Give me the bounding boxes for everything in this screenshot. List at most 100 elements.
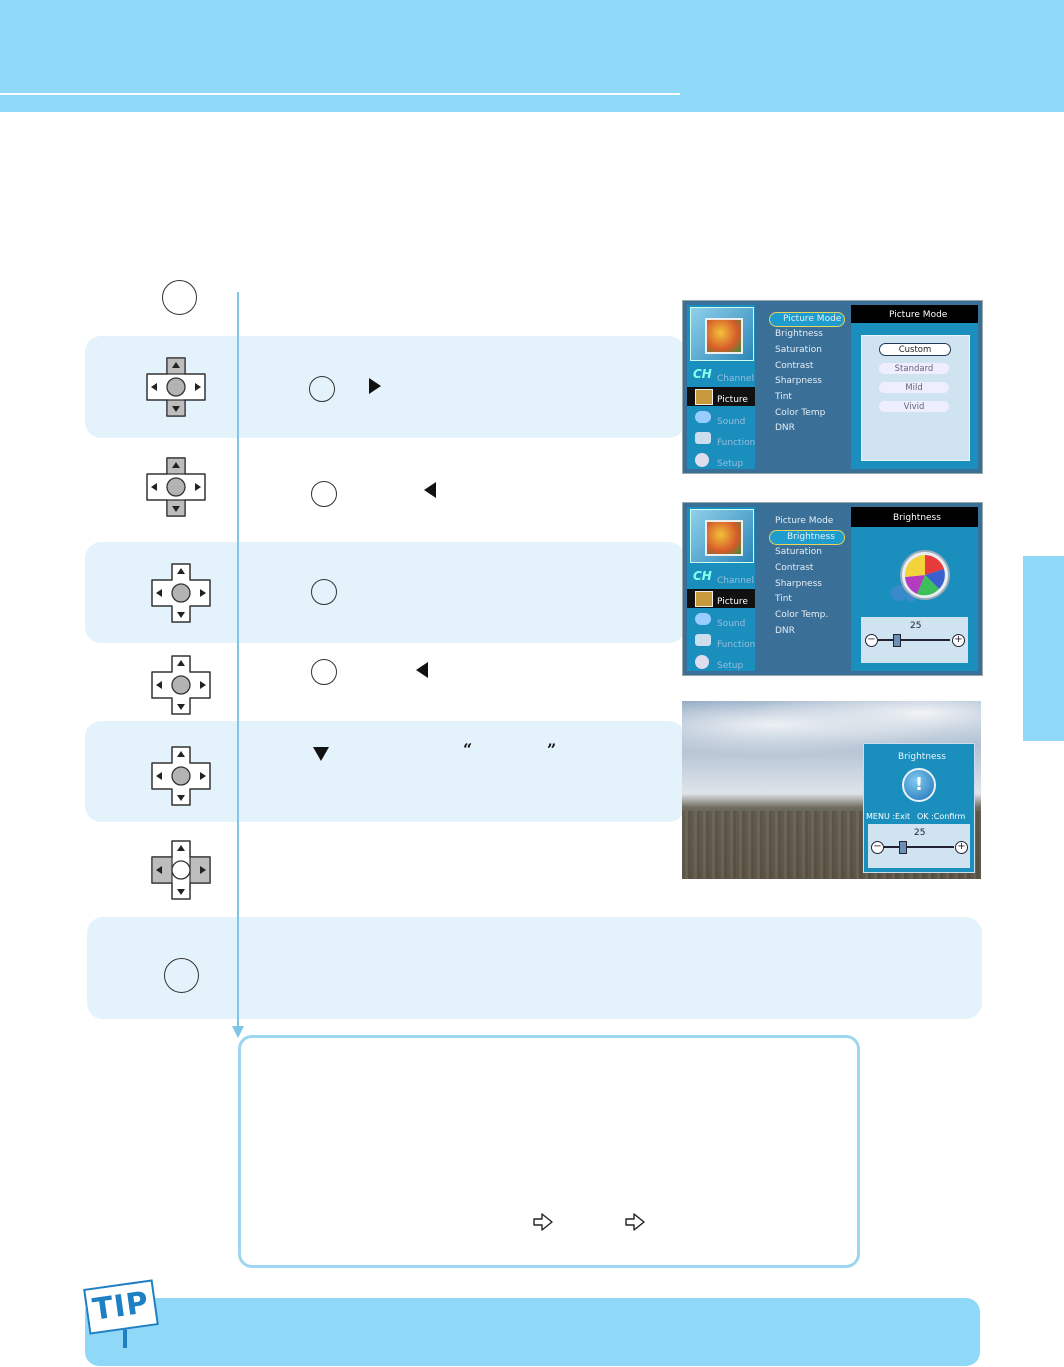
- osd-item-picture-mode: Picture Mode: [783, 314, 842, 324]
- setup-icon-2: [695, 655, 709, 669]
- osd-category-column: Channel Picture Sound Function Setup CH: [687, 305, 755, 469]
- osd-category-column-2: Channel Picture Sound Function Setup CH: [687, 507, 755, 671]
- osd-option-mild: Mild: [879, 382, 949, 393]
- osd2-item-contrast: Contrast: [775, 563, 814, 573]
- popup-slider-plus-icon: +: [955, 841, 968, 854]
- osd-item-tint: Tint: [775, 392, 792, 402]
- tip-band: [85, 1298, 980, 1366]
- osd2-item-color-temp: Color Temp.: [775, 610, 829, 620]
- function-icon-2: [695, 634, 711, 646]
- osd-cat-picture: Picture: [717, 395, 748, 405]
- dpad-icon-ok-3: [151, 746, 211, 806]
- osd-item-color-temp: Color Temp: [775, 408, 826, 418]
- ok-button-icon-2: [311, 481, 337, 507]
- picture-thumbnail-icon: [690, 307, 754, 361]
- popup-slider-thumb: [898, 841, 907, 854]
- ok-button-icon-3: [311, 579, 337, 605]
- popup-slider-value: 25: [914, 828, 926, 838]
- picture-icon: [695, 389, 713, 405]
- osd2-item-brightness: Brightness: [787, 532, 835, 542]
- osd-item-saturation: Saturation: [775, 345, 822, 355]
- header-divider: [0, 93, 680, 95]
- osd2-item-picture-mode: Picture Mode: [775, 516, 834, 526]
- dpad-icon-up-down: [146, 357, 206, 417]
- tip-sign: TIP: [83, 1279, 159, 1335]
- channel-icon: CH: [693, 367, 712, 381]
- close-quote-mark: ”: [547, 740, 557, 759]
- osd-item-contrast: Contrast: [775, 361, 814, 371]
- osd2-cat-sound: Sound: [717, 619, 746, 629]
- osd-option-vivid: Vivid: [879, 401, 949, 412]
- osd-item-brightness: Brightness: [775, 329, 823, 339]
- osd2-slider-value: 25: [910, 621, 922, 631]
- osd2-slider-minus-icon: −: [865, 634, 878, 647]
- osd2-item-saturation: Saturation: [775, 547, 822, 557]
- osd2-menu-column: Picture Mode Brightness Saturation Contr…: [763, 507, 847, 671]
- osd2-cat-channel: Channel: [717, 576, 754, 586]
- tip-label: TIP: [90, 1285, 152, 1328]
- osd2-slider-thumb: [893, 634, 901, 647]
- note-box: [238, 1035, 860, 1268]
- popup-hint-exit: MENU :Exit: [866, 812, 911, 821]
- osd2-cat-picture: Picture: [717, 597, 748, 607]
- osd2-selected-highlight: [769, 530, 845, 545]
- osd2-panel: Brightness 25 − +: [851, 507, 978, 671]
- flow-line: [237, 292, 239, 1028]
- open-quote-mark: “: [463, 740, 473, 759]
- popup-title: Brightness: [898, 752, 946, 762]
- osd-cat-function: Function: [717, 438, 756, 448]
- osd-cat-channel: Channel: [717, 374, 754, 384]
- ok-button-icon: [309, 376, 335, 402]
- osd-option-custom: Custom: [879, 343, 951, 356]
- dpad-icon-ok: [151, 563, 211, 623]
- picture-thumbnail-icon-2: [690, 509, 754, 563]
- dpad-icon-left-right: [151, 840, 211, 900]
- triangle-down-icon: [313, 747, 329, 761]
- osd-panel-title: Picture Mode: [889, 310, 948, 320]
- osd2-item-dnr: DNR: [775, 626, 795, 636]
- osd-brightness: Channel Picture Sound Function Setup CH …: [682, 502, 983, 676]
- osd-item-sharpness: Sharpness: [775, 376, 822, 386]
- osd-menu-column: Picture Mode Brightness Saturation Contr…: [763, 305, 847, 469]
- channel-icon-2: CH: [693, 569, 712, 583]
- flow-arrow-icon: [232, 1026, 244, 1038]
- outline-arrow-icon: [533, 1213, 553, 1231]
- osd2-slider-plus-icon: +: [952, 634, 965, 647]
- ok-button-icon-4: [311, 659, 337, 685]
- outline-arrow-icon-2: [625, 1213, 645, 1231]
- chapter-side-tab: [1023, 556, 1064, 741]
- osd-cat-setup: Setup: [717, 459, 744, 469]
- triangle-right-icon: [369, 378, 381, 394]
- osd2-cat-function: Function: [717, 640, 756, 650]
- picture-icon-2: [695, 591, 713, 607]
- osd2-item-tint: Tint: [775, 594, 792, 604]
- tip-sign-post: [123, 1320, 127, 1348]
- osd-panel: Picture Mode Custom Standard Mild Vivid: [851, 305, 978, 469]
- function-icon: [695, 432, 711, 444]
- triangle-left-icon-2: [416, 662, 428, 678]
- osd-item-dnr: DNR: [775, 423, 795, 433]
- popup-slider-minus-icon: −: [871, 841, 884, 854]
- popup-slider-track: [884, 846, 954, 848]
- dpad-icon-up-down-2: [146, 457, 206, 517]
- menu-button-icon: [162, 280, 197, 315]
- osd-option-standard: Standard: [879, 363, 949, 374]
- osd2-panel-title: Brightness: [893, 513, 941, 523]
- triangle-left-icon: [424, 482, 436, 498]
- osd2-cat-setup: Setup: [717, 661, 744, 671]
- osd2-slider-track: [878, 639, 950, 641]
- popup-hint-confirm: OK :Confirm: [917, 812, 966, 821]
- sound-icon-2: [695, 613, 711, 625]
- tv-photo-screen: Brightness ! MENU :Exit OK :Confirm 25 −…: [682, 701, 981, 879]
- color-wheel-icon: [891, 550, 950, 602]
- exit-button-icon: [164, 958, 199, 993]
- brightness-popup: Brightness ! MENU :Exit OK :Confirm 25 −…: [863, 743, 975, 873]
- osd-picture-mode: Channel Picture Sound Function Setup CH …: [682, 300, 983, 474]
- sound-icon: [695, 411, 711, 423]
- osd2-item-sharpness: Sharpness: [775, 579, 822, 589]
- step-band-final: [87, 917, 982, 1019]
- info-exclamation-icon: !: [902, 768, 936, 802]
- osd-cat-sound: Sound: [717, 417, 746, 427]
- osd-selected-highlight: [769, 312, 845, 327]
- header-band: [0, 0, 1064, 112]
